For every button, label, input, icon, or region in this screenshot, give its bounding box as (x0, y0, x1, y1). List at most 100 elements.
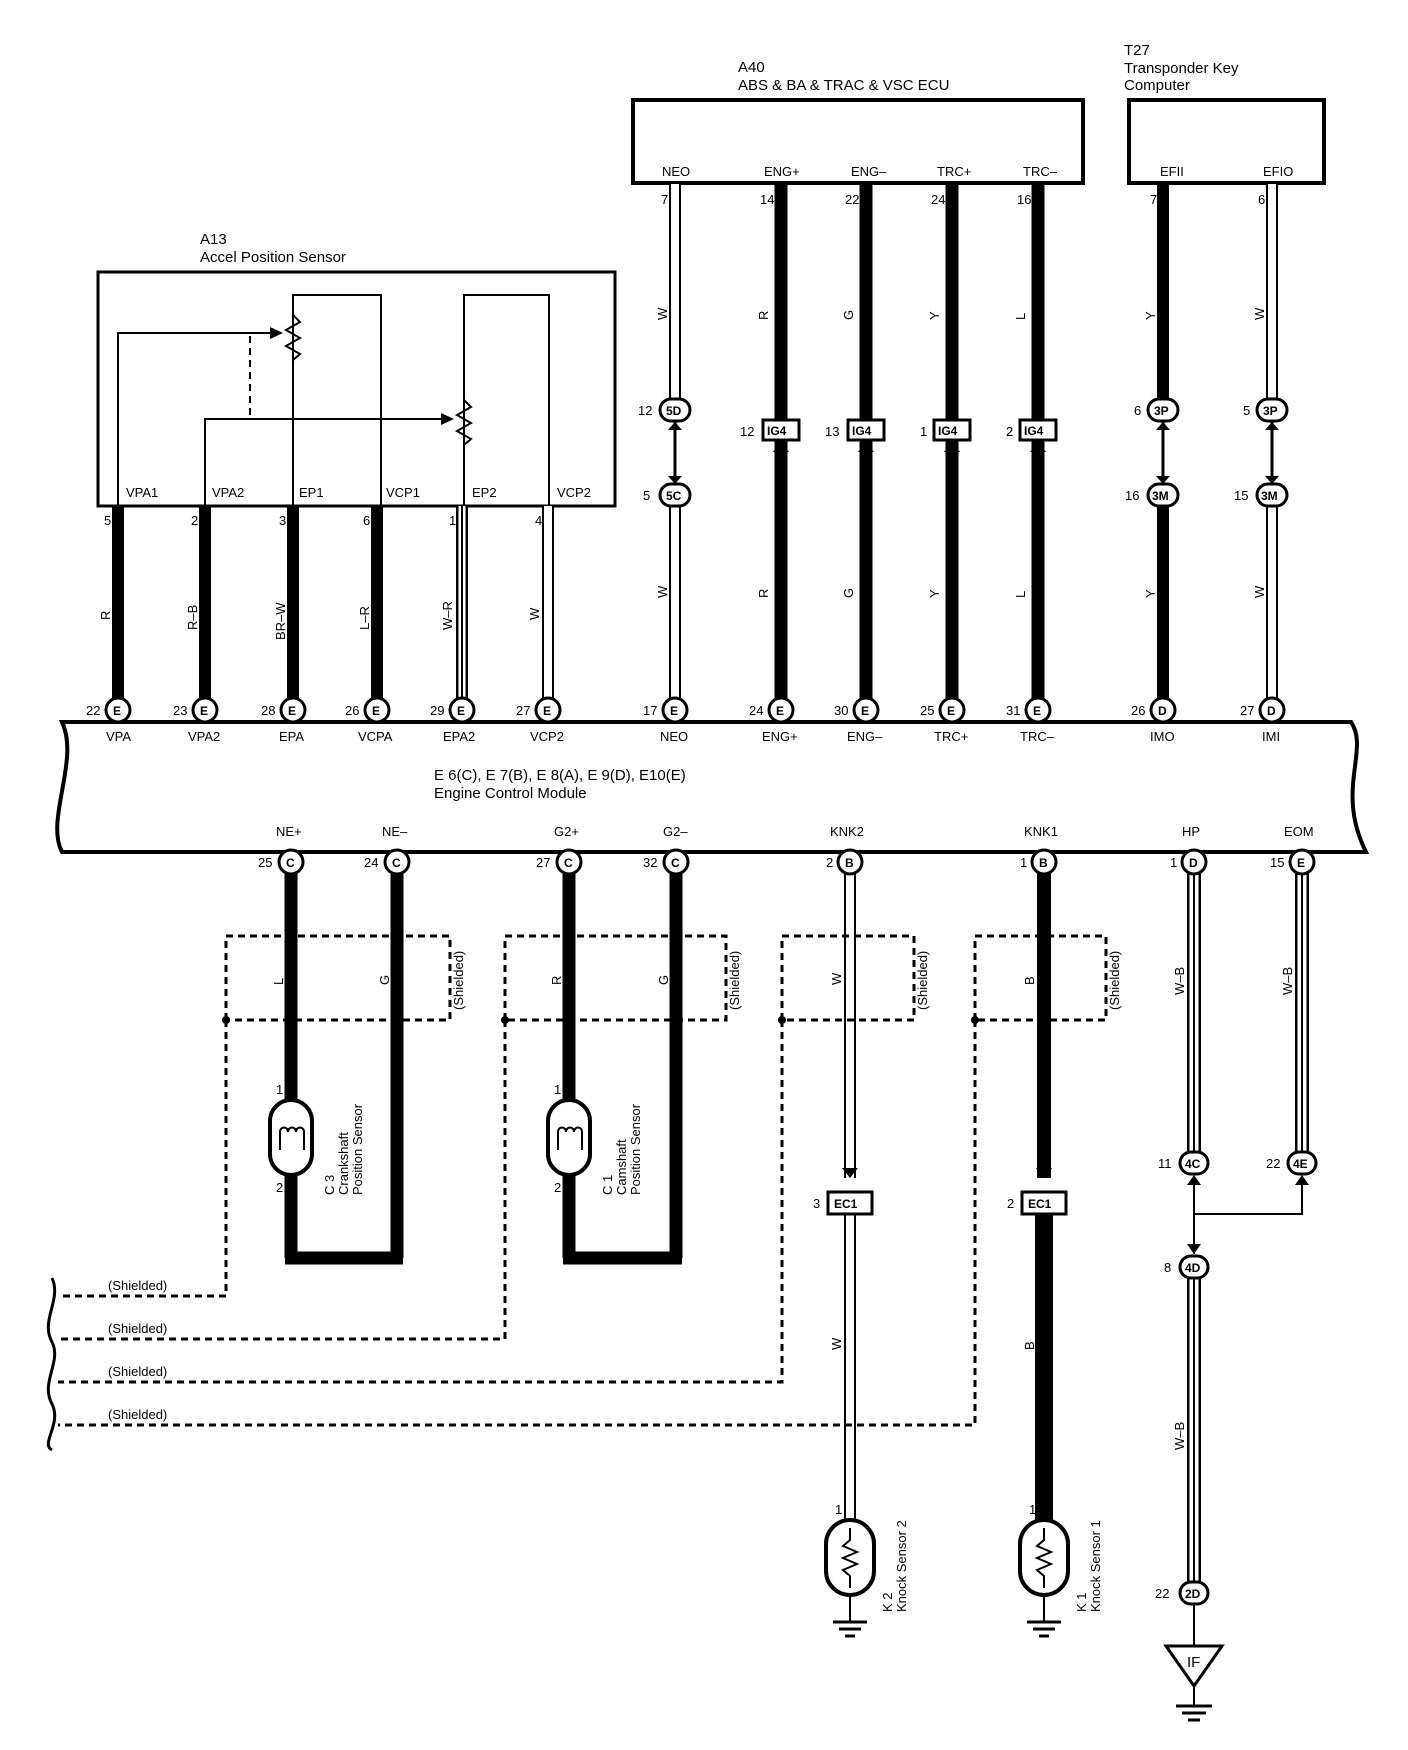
ecm-pin-vpa-conn: E (113, 704, 121, 718)
junction-3m-imo-pin: 16 (1125, 488, 1139, 503)
ecm-pin-g2p-conn: C (564, 856, 573, 870)
t27-pin-label-efio: EFIO (1263, 164, 1293, 179)
ecm-pin-hp-conn: D (1189, 856, 1198, 870)
a13-pin-num-vcp2: 4 (535, 513, 542, 528)
ig4-trcp-arrow (944, 441, 960, 452)
ecm-pin-nem-label: NE– (382, 824, 408, 839)
junction-3m-imi (1255, 482, 1289, 508)
ecm-pin-epa: E 28 EPA (261, 696, 307, 744)
a40-ecu: A40 ABS & BA & TRAC & VSC ECU NEO ENG+ E… (631, 59, 1085, 185)
ig4-engp-pin: 12 (740, 424, 754, 439)
shield-box-ne (224, 934, 452, 1022)
ecm-pin-vpa2-num: 23 (173, 703, 187, 718)
wire-color-engm-lower: G (841, 588, 856, 598)
c3-name-line1: Crankshaft (336, 1132, 351, 1195)
ecm-pin-neo-label: NEO (660, 729, 688, 744)
ecm-pin-trcp-label: TRC+ (934, 729, 968, 744)
shield-box-knk2 (780, 934, 916, 1022)
wire-color-epa: BR–W (273, 602, 288, 640)
ecm-pin-vpa-label: VPA (106, 729, 131, 744)
c1-id: C 1 (600, 1175, 615, 1195)
ig4-engp-arrow (773, 441, 789, 452)
junction-3m-imo (1146, 482, 1180, 508)
ig4-trcm-label: IG4 (1024, 424, 1044, 438)
ecm-pin-engp-num: 24 (749, 703, 763, 718)
ecm-pin-engm: E 30 ENG– (834, 696, 883, 744)
wire-color-nem: G (377, 975, 392, 985)
pot2-wiper-arrow (441, 413, 454, 425)
c3-name-line2: Position Sensor (350, 1103, 365, 1195)
ecm-pin-g2p: G2+ C 27 (536, 824, 583, 876)
junction-2d-pin: 22 (1155, 1586, 1169, 1601)
shields (58, 934, 1108, 1427)
a40-pin-label-engp: ENG+ (764, 164, 800, 179)
junction-4d-label: 4D (1185, 1261, 1201, 1275)
a40-pin-label-neo: NEO (662, 164, 690, 179)
ecm-top-pins: E 22 VPA E 23 VPA2 E 28 EPA E 26 VCPA E … (86, 696, 1286, 744)
shield-label-knk1: (Shielded) (1107, 951, 1122, 1010)
imi-link-arrow-down (1265, 476, 1279, 484)
k2-name: Knock Sensor 2 (894, 1520, 909, 1612)
ecm-pin-knk2-conn: B (845, 856, 854, 870)
ecm-pin-imo-conn: D (1158, 704, 1167, 718)
ecm-pin-imo: D 26 IMO (1131, 696, 1177, 744)
break-mark (46, 1277, 57, 1452)
ecm-pin-vcp2-num: 27 (516, 703, 530, 718)
wire-color-eom: W–B (1280, 967, 1295, 995)
ecm-pin-eom: EOM E 15 (1270, 824, 1316, 876)
ecm-pin-g2m-num: 32 (643, 855, 657, 870)
a40-pin-label-trcm: TRC– (1023, 164, 1058, 179)
t27-pin-num-efii: 7 (1150, 192, 1157, 207)
ecm-pin-engm-label: ENG– (847, 729, 883, 744)
a40-id: A40 (738, 59, 765, 76)
a13-pin-label-vpa2: VPA2 (212, 485, 244, 500)
a13-pin-num-vpa2: 2 (191, 513, 198, 528)
c1-name-line2: Position Sensor (628, 1103, 643, 1195)
ig4-trcm (1018, 418, 1058, 442)
ecm-pin-epa-num: 28 (261, 703, 275, 718)
ecm-module: E 6(C), E 7(B), E 8(A), E 9(D), E10(E) E… (55, 720, 1370, 854)
shield-line-4 (58, 1020, 977, 1427)
wire-color-knk1-lower: B (1022, 1341, 1037, 1350)
ig4-trcm-arrow (1030, 441, 1046, 452)
a40-pin-num-engm: 22 (845, 192, 859, 207)
ecm-pin-imi: D 27 IMI (1240, 696, 1286, 744)
wire-color-trcp-upper: Y (927, 311, 942, 320)
ecm-pin-trcm-conn: E (1033, 704, 1041, 718)
k1-id: K 1 (1074, 1592, 1089, 1612)
wire-hp-eom-join (1193, 1185, 1303, 1215)
ig4-trcm-pin: 2 (1006, 424, 1013, 439)
wire-color-engp-upper: R (756, 311, 771, 320)
ecm-band (55, 720, 1370, 854)
ecm-pin-trcm: E 31 TRC– (1006, 696, 1055, 744)
wire-color-engm-upper: G (841, 310, 856, 320)
shield-box-g2 (503, 934, 728, 1022)
ecm-pin-neo: E 17 NEO (643, 696, 689, 744)
ecm-pin-nep-label: NE+ (276, 824, 302, 839)
shield-line-2 (58, 1020, 507, 1341)
a13-pin-label-ep2: EP2 (472, 485, 497, 500)
wire-color-imo-upper: Y (1143, 311, 1158, 320)
ig4-trcp-label: IG4 (938, 424, 958, 438)
ecm-pin-g2m-conn: C (671, 856, 680, 870)
wire-color-g2m: G (656, 975, 671, 985)
junction-3m-imi-label: 3M (1261, 489, 1278, 503)
ecm-pin-epa2-conn: E (457, 704, 465, 718)
shield-label-1: (Shielded) (108, 1278, 167, 1293)
junction-4e-label: 4E (1293, 1157, 1308, 1171)
ecm-pin-eom-label: EOM (1284, 824, 1314, 839)
junction-4e-arrow (1295, 1175, 1309, 1185)
junction-4e-pin: 22 (1266, 1156, 1280, 1171)
c3-coil-icon (279, 1126, 305, 1150)
a13-pin-num-vpa1: 5 (104, 513, 111, 528)
c1-pin-top: 1 (554, 1082, 561, 1097)
ig4-engm-label: IG4 (852, 424, 872, 438)
c3-sensor: 1 2 C 3 Crankshaft Position Sensor (268, 1082, 365, 1195)
pot1-frame (292, 294, 382, 505)
k2-sensor: 1 K 2 Knock Sensor 2 (824, 1502, 909, 1638)
shield-label-ne: (Shielded) (451, 951, 466, 1010)
shield-dots (222, 1016, 979, 1024)
ecm-pin-imi-label: IMI (1262, 729, 1280, 744)
wire-color-nep: L (271, 978, 286, 985)
